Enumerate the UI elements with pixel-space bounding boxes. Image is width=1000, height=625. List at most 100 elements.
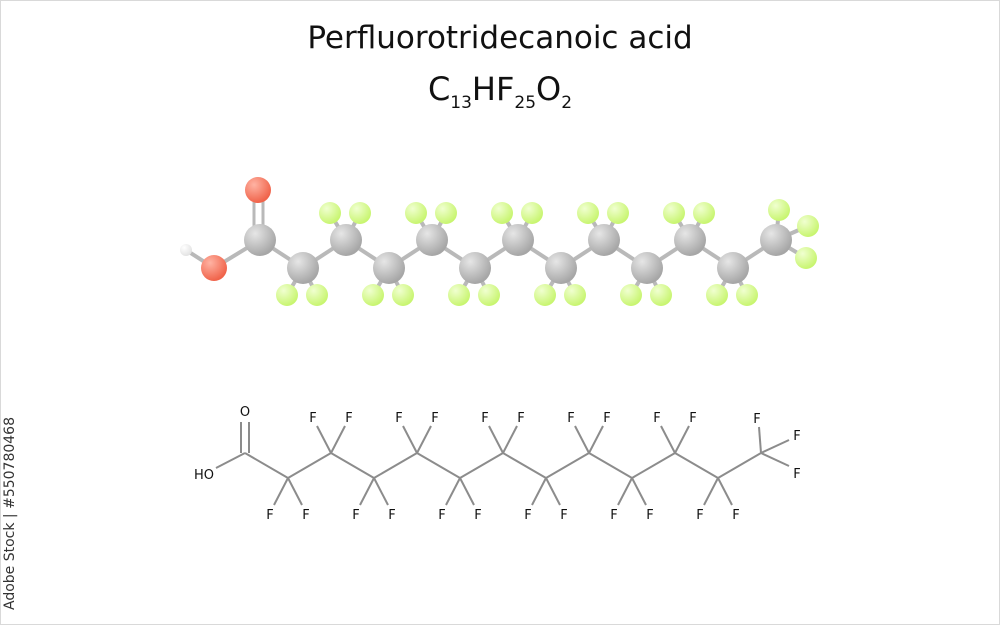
fluorine-label: F bbox=[431, 411, 438, 426]
fluorine-label: F bbox=[560, 508, 567, 523]
fluorine-atom bbox=[521, 202, 543, 224]
skeletal-bond bbox=[287, 452, 332, 479]
fluorine-atom bbox=[491, 202, 513, 224]
c-f-bond bbox=[617, 477, 633, 506]
c-f-bond bbox=[588, 425, 604, 454]
c-f-bond bbox=[416, 425, 432, 454]
fluorine-label: F bbox=[696, 508, 703, 523]
fluorine-label: F bbox=[603, 411, 610, 426]
c-f-bond bbox=[402, 425, 418, 454]
carbon-atom bbox=[416, 224, 448, 256]
carbon-atom bbox=[631, 252, 663, 284]
carbon-atom bbox=[244, 224, 276, 256]
fluorine-label: F bbox=[309, 411, 316, 426]
c-f-bond bbox=[531, 477, 547, 506]
skeletal-bond bbox=[215, 452, 246, 469]
fluorine-atom bbox=[306, 284, 328, 306]
c-f-bond bbox=[717, 477, 733, 506]
fluorine-atom bbox=[706, 284, 728, 306]
fluorine-label: F bbox=[689, 411, 696, 426]
hydroxyl-label: HO bbox=[194, 468, 214, 483]
fluorine-label: F bbox=[517, 411, 524, 426]
oxygen-atom bbox=[245, 177, 271, 203]
c-f-bond bbox=[316, 425, 332, 454]
fluorine-label: F bbox=[646, 508, 653, 523]
skeletal-bond bbox=[244, 452, 289, 479]
c-f-bond bbox=[273, 477, 289, 506]
skeletal-bond bbox=[674, 452, 719, 479]
skeletal-bond bbox=[588, 452, 633, 479]
fluorine-label: F bbox=[395, 411, 402, 426]
fluorine-label: F bbox=[266, 508, 273, 523]
fluorine-atom bbox=[392, 284, 414, 306]
fluorine-atom bbox=[448, 284, 470, 306]
fluorine-label: F bbox=[653, 411, 660, 426]
c-f-bond bbox=[758, 426, 762, 454]
c-f-bond bbox=[660, 425, 676, 454]
fluorine-atom bbox=[362, 284, 384, 306]
skeletal-bond bbox=[330, 452, 375, 479]
fluorine-atom bbox=[620, 284, 642, 306]
fluorine-atom bbox=[405, 202, 427, 224]
c-f-bond bbox=[545, 477, 561, 506]
carbon-atom bbox=[459, 252, 491, 284]
fluorine-atom bbox=[349, 202, 371, 224]
fluorine-atom bbox=[795, 247, 817, 269]
c-f-bond bbox=[488, 425, 504, 454]
fluorine-label: F bbox=[793, 429, 800, 444]
c-f-bond bbox=[674, 425, 690, 454]
carbon-atom bbox=[545, 252, 577, 284]
c-f-bond bbox=[330, 425, 346, 454]
fluorine-label: F bbox=[732, 508, 739, 523]
carbon-atom bbox=[674, 224, 706, 256]
skeletal-bond bbox=[717, 452, 762, 479]
fluorine-label: F bbox=[388, 508, 395, 523]
oxygen-label: O bbox=[240, 405, 250, 420]
carbon-atom bbox=[588, 224, 620, 256]
oxygen-atom bbox=[201, 255, 227, 281]
c-f-bond bbox=[631, 477, 647, 506]
fluorine-label: F bbox=[474, 508, 481, 523]
carbon-atom bbox=[373, 252, 405, 284]
hydrogen-atom bbox=[180, 244, 192, 256]
fluorine-label: F bbox=[352, 508, 359, 523]
carbon-atom bbox=[717, 252, 749, 284]
molecule-name: Perfluorotridecanoic acid bbox=[307, 20, 693, 56]
c-f-bond bbox=[502, 425, 518, 454]
skeletal-bond bbox=[545, 452, 590, 479]
c-f-bond bbox=[703, 477, 719, 506]
fluorine-atom bbox=[693, 202, 715, 224]
fluorine-label: F bbox=[753, 412, 760, 427]
carbon-atom bbox=[330, 224, 362, 256]
fluorine-label: F bbox=[567, 411, 574, 426]
molecular-formula: C13HF25O2 bbox=[427, 70, 573, 113]
fluorine-atom bbox=[319, 202, 341, 224]
c-f-bond bbox=[373, 477, 389, 506]
c-f-bond bbox=[760, 439, 790, 454]
fluorine-atom bbox=[478, 284, 500, 306]
fluorine-atom bbox=[534, 284, 556, 306]
fluorine-atom bbox=[435, 202, 457, 224]
c-f-bond bbox=[359, 477, 375, 506]
carbon-atom bbox=[287, 252, 319, 284]
skeletal-bond bbox=[373, 452, 418, 479]
fluorine-atom bbox=[650, 284, 672, 306]
fluorine-label: F bbox=[345, 411, 352, 426]
c-f-bond bbox=[445, 477, 461, 506]
fluorine-label: F bbox=[610, 508, 617, 523]
fluorine-atom bbox=[607, 202, 629, 224]
skeletal-bond bbox=[459, 452, 504, 479]
fluorine-atom bbox=[768, 199, 790, 221]
skeletal-bond bbox=[416, 452, 461, 479]
fluorine-atom bbox=[797, 215, 819, 237]
carbon-atom bbox=[502, 224, 534, 256]
carbon-atom bbox=[760, 224, 792, 256]
skeletal-bond bbox=[502, 452, 547, 479]
fluorine-atom bbox=[736, 284, 758, 306]
fluorine-atom bbox=[564, 284, 586, 306]
fluorine-atom bbox=[577, 202, 599, 224]
c-f-bond bbox=[760, 452, 790, 467]
